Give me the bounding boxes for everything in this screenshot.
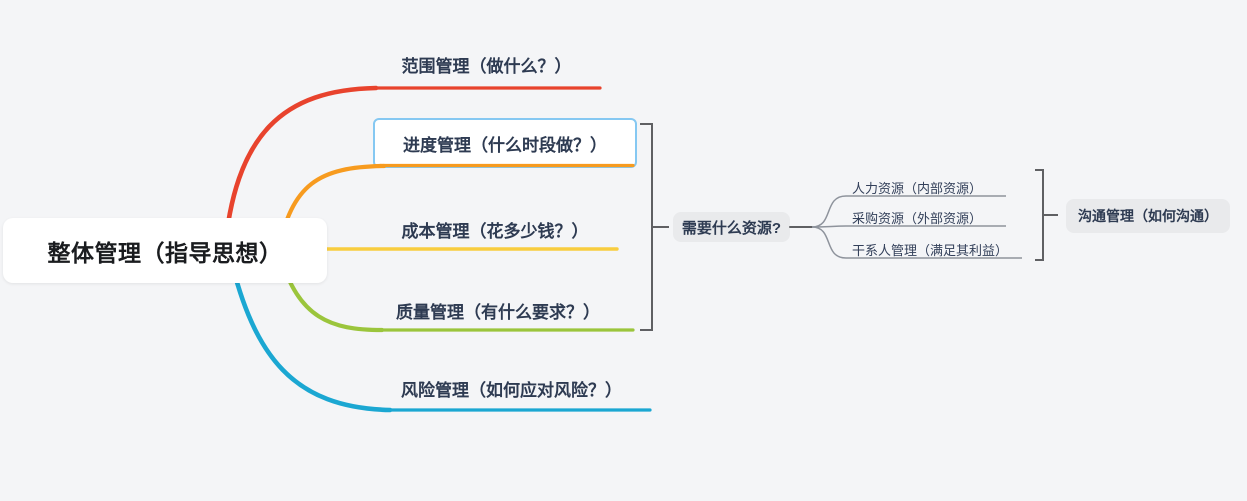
root-label: 整体管理（指导思想）	[47, 239, 283, 266]
communication-label: 沟通管理（如何沟通）	[1078, 208, 1218, 224]
resource-line-stakeholder	[811, 226, 1022, 259]
node-scope[interactable]: 范围管理（做什么？）	[401, 57, 572, 76]
node-resource-stakeholder[interactable]: 干系人管理（满足其利益）	[852, 243, 1009, 258]
node-risk[interactable]: 风险管理（如何应对风险？）	[401, 381, 622, 400]
node-resource-hr[interactable]: 人力资源（内部资源）	[852, 181, 983, 196]
node-quality[interactable]: 质量管理（有什么要求？）	[396, 303, 600, 322]
branch-scope-curve	[221, 85, 379, 261]
node-cost[interactable]: 成本管理（花多少钱？）	[401, 222, 589, 241]
resource-line-hr	[811, 195, 1006, 228]
summary-bracket-left	[640, 123, 653, 331]
branch-risk-curve	[227, 253, 393, 413]
node-resource-procurement[interactable]: 采购资源（外部资源）	[852, 211, 983, 226]
node-schedule[interactable]: 进度管理（什么时段做？）	[403, 136, 607, 155]
resource-hub-label: 需要什么资源?	[681, 219, 782, 237]
summary-bracket-right	[1035, 169, 1044, 261]
node-communication[interactable]: 沟通管理（如何沟通）	[1066, 199, 1230, 233]
node-root[interactable]: 整体管理（指导思想）	[3, 218, 327, 283]
node-resource-hub[interactable]: 需要什么资源?	[673, 212, 790, 242]
